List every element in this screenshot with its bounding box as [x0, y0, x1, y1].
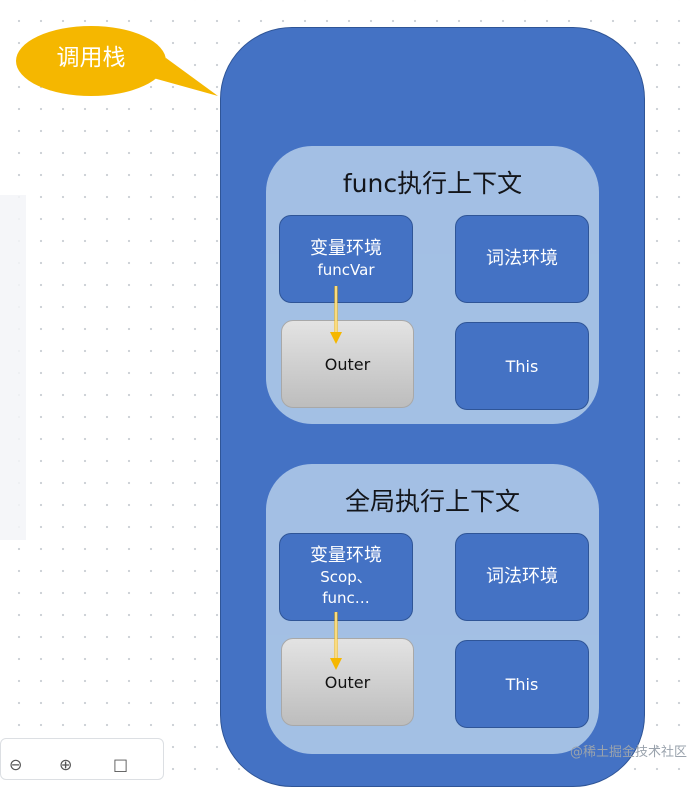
- variable-environment-box: 变量环境 funcVar: [279, 215, 413, 303]
- side-panel: [0, 195, 26, 540]
- outer-reference-arrow: [330, 612, 342, 670]
- lexical-environment-box: 词法环境: [455, 215, 589, 303]
- zoom-in-icon[interactable]: ⊕: [59, 755, 73, 774]
- lexical-env-label: 词法环境: [486, 248, 558, 269]
- fit-screen-icon[interactable]: □: [113, 755, 129, 774]
- variable-env-detail-line-2: func…: [322, 589, 370, 607]
- outer-box: Outer: [281, 320, 414, 408]
- lexical-environment-box: 词法环境: [455, 533, 589, 621]
- this-label: This: [505, 674, 539, 694]
- callout-label: 调用栈: [56, 45, 126, 71]
- variable-environment-box: 变量环境 Scop、 func…: [279, 533, 413, 621]
- context-title: func执行上下文: [342, 169, 523, 198]
- this-box: This: [455, 640, 589, 728]
- this-box: This: [455, 322, 589, 410]
- outer-label: Outer: [324, 672, 371, 692]
- variable-env-detail: funcVar: [317, 260, 375, 279]
- outer-reference-arrow: [330, 286, 342, 344]
- variable-env-label: 变量环境: [310, 237, 382, 259]
- zoom-out-icon[interactable]: ⊖: [9, 755, 23, 774]
- this-label: This: [505, 356, 539, 376]
- call-stack-callout: [16, 26, 218, 96]
- outer-box: Outer: [281, 638, 414, 726]
- variable-env-detail-line-1: Scop、: [320, 568, 372, 586]
- variable-env-label: 变量环境: [310, 545, 382, 566]
- outer-label: Outer: [324, 354, 371, 374]
- lexical-env-label: 词法环境: [486, 566, 558, 587]
- zoom-toolbar: ⊖ ⊕ □: [0, 738, 164, 780]
- context-title: 全局执行上下文: [344, 487, 520, 516]
- site-watermark: @稀土掘金技术社区: [569, 745, 687, 760]
